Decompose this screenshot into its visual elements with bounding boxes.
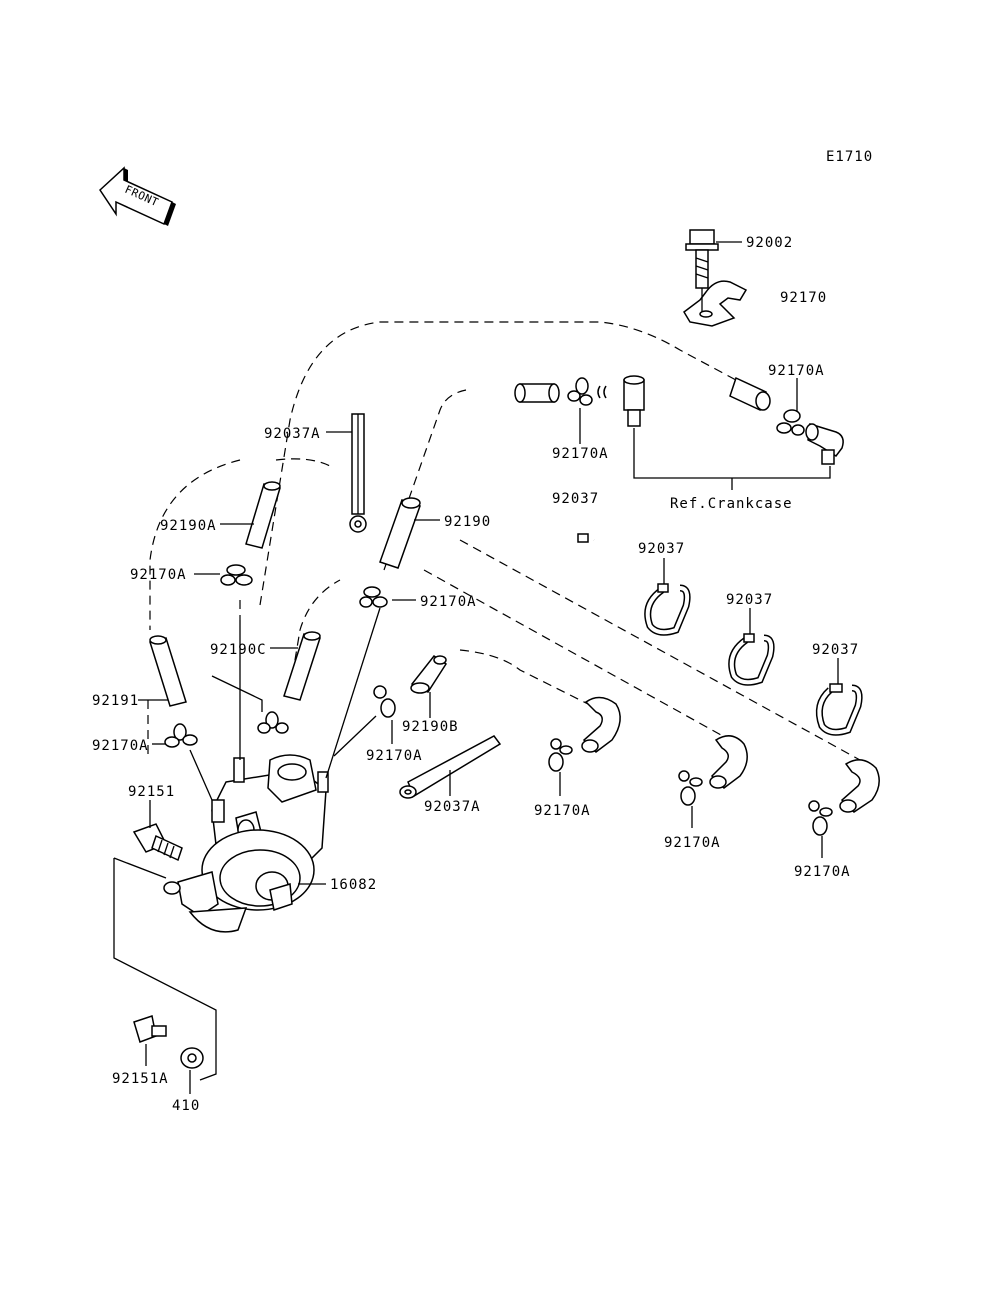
hose-top-right-icon: [729, 376, 771, 412]
bolt-92151-icon: [132, 823, 183, 862]
washer-410-icon: [180, 1047, 204, 1069]
label-92191: 92191: [92, 693, 139, 709]
ref-crankcase-label: Ref.Crankcase: [670, 496, 793, 512]
oil-pump-16082-icon: [163, 754, 329, 933]
label-92190A: 92190A: [160, 518, 217, 534]
label-92037-4: 92037: [812, 642, 859, 658]
leader-92191-pump: [189, 749, 213, 801]
label-92170A-hose1: 92170A: [534, 803, 591, 819]
hose-92190C-icon: [283, 631, 321, 701]
bent-hose-2-icon: [709, 735, 748, 789]
label-92170A-hose2: 92170A: [664, 835, 721, 851]
diagram-code: E1710: [826, 149, 873, 165]
label-92190: 92190: [444, 514, 491, 530]
strap-92037A-bottom-icon: [399, 735, 502, 799]
label-92190C: 92190C: [210, 642, 267, 658]
label-92037A-bottom: 92037A: [424, 799, 481, 815]
hose-92190B-icon: [410, 654, 448, 694]
clip-left1-icon: [220, 564, 253, 586]
hose-92190-icon: [379, 497, 421, 569]
clip-top-right-icon: [776, 409, 805, 436]
label-92170A-left1: 92170A: [130, 567, 187, 583]
clip-hose-3-icon: [808, 800, 833, 836]
clip-pump-icon: [257, 711, 289, 734]
routing-line-top: [259, 321, 737, 606]
leader-92190C-pump: [211, 675, 263, 712]
elbow-fitting-icon: [805, 423, 844, 465]
nipple-fitting-icon: [623, 375, 645, 427]
label-92170A-left2: 92170A: [92, 738, 149, 754]
clip-hose-2-icon: [678, 770, 703, 806]
bent-hose-3-icon: [839, 759, 880, 813]
label-92002: 92002: [746, 235, 793, 251]
routing-line-left: [149, 459, 241, 630]
clamp-92037-2-icon: [644, 583, 691, 636]
label-410: 410: [172, 1098, 200, 1114]
label-92037-2: 92037: [638, 541, 685, 557]
clamp-92037-1-icon: [559, 533, 601, 588]
routing-line-92190c: [289, 579, 341, 691]
clamp-92170-icon: [683, 280, 748, 327]
clip-left2-icon: [164, 723, 198, 748]
label-16082: 16082: [330, 877, 377, 893]
label-92190B: 92190B: [402, 719, 459, 735]
label-92037A-top: 92037A: [264, 426, 321, 442]
hose-92191-icon: [149, 635, 187, 707]
bolt-92151A-icon: [133, 1015, 167, 1043]
label-92037-3: 92037: [726, 592, 773, 608]
clip-top-mid-icon: [567, 377, 607, 406]
label-92170A-hose3: 92170A: [794, 864, 851, 880]
hose-top-mid-icon: [514, 383, 560, 403]
strap-92037A-top-icon: [349, 413, 367, 533]
front-arrow-icon: FRONT: [99, 166, 176, 226]
routing-line-92190: [383, 389, 467, 571]
routing-line-92190b: [459, 649, 601, 711]
label-92170: 92170: [780, 290, 827, 306]
group-bracket: [113, 858, 217, 1081]
routing-line-left2: [275, 458, 331, 467]
routing-line-right-2: [423, 569, 731, 741]
bent-hose-1-icon: [581, 696, 621, 753]
label-92037-1: 92037: [552, 491, 599, 507]
label-92170A-mid2: 92170A: [366, 748, 423, 764]
label-92151A: 92151A: [112, 1071, 169, 1087]
clip-mid2-icon: [373, 685, 396, 718]
routing-line-right-1: [459, 539, 861, 761]
leader-pump-92170A: [333, 715, 377, 757]
clamp-92037-3-icon: [728, 633, 775, 686]
clip-mid1-icon: [359, 586, 388, 608]
label-92151: 92151: [128, 784, 175, 800]
leader-pump-92190: [325, 607, 381, 779]
clip-hose-1-icon: [548, 738, 573, 772]
label-92170A-top-mid: 92170A: [552, 446, 609, 462]
bolt-92002-icon: [685, 229, 719, 289]
clamp-92037-4-icon: [815, 683, 863, 736]
label-92170A-mid1: 92170A: [420, 594, 477, 610]
label-92170A-top-right: 92170A: [768, 363, 825, 379]
